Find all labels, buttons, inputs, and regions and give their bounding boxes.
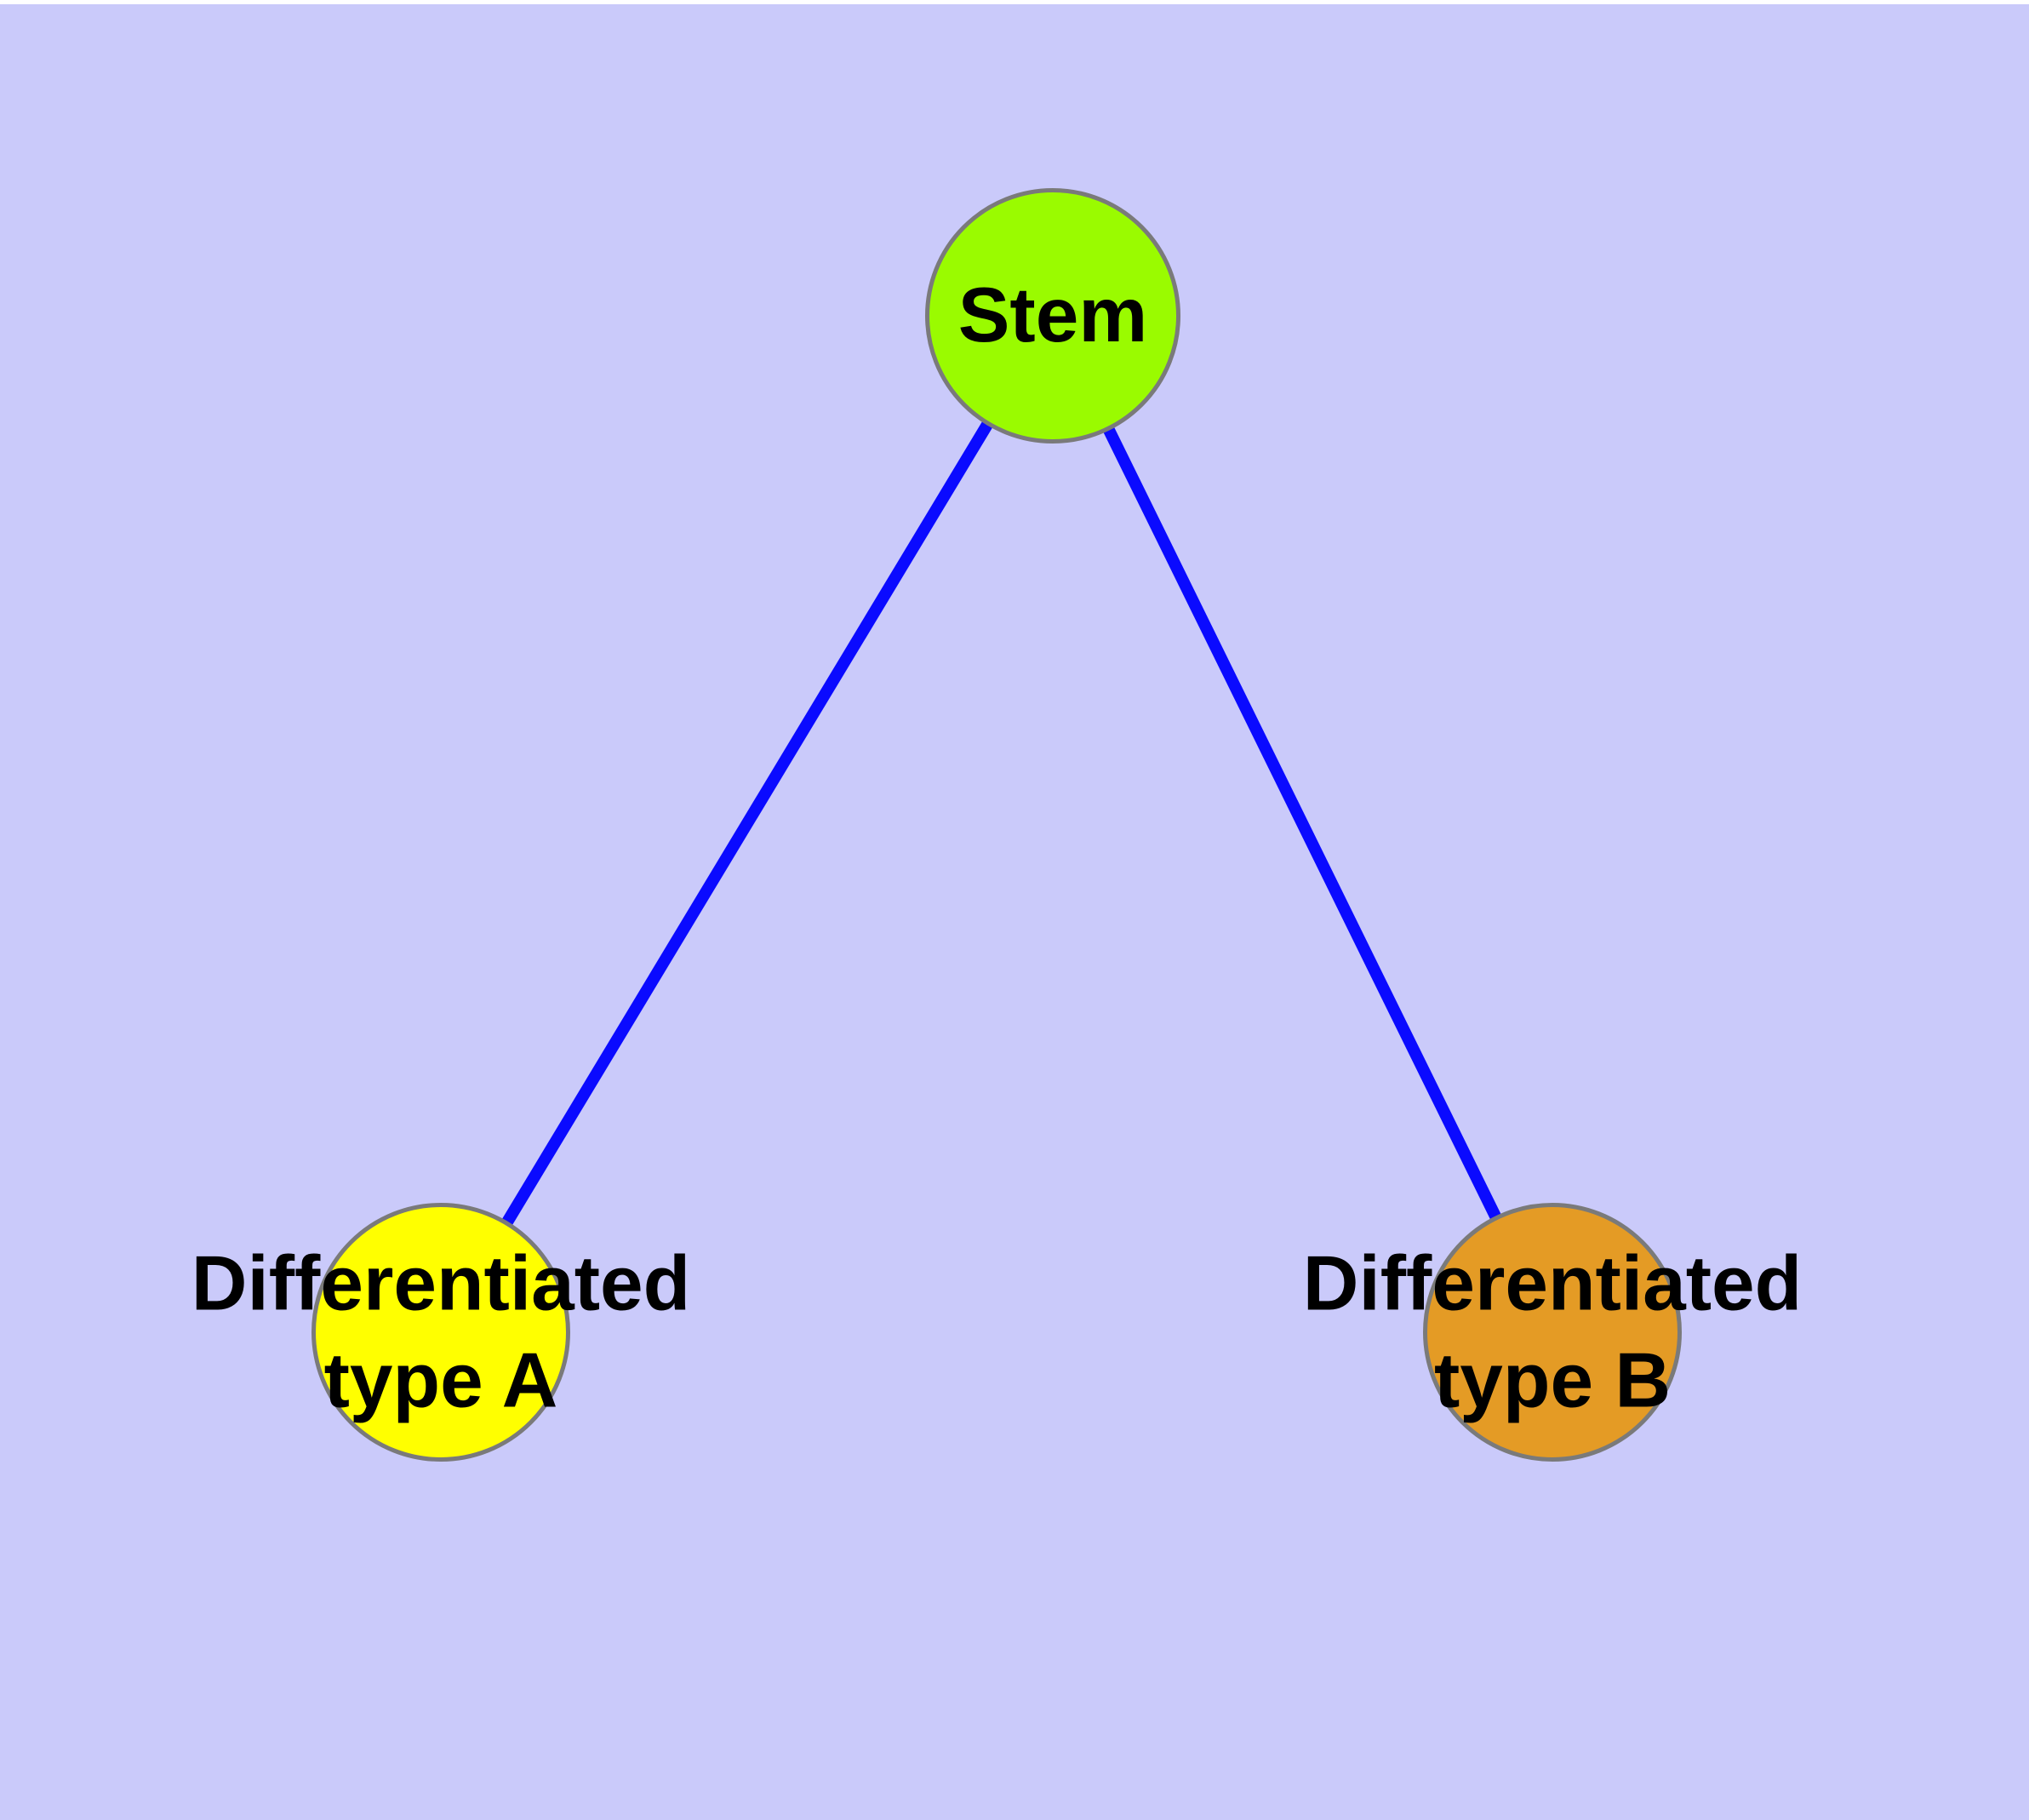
node-differentiated-type-a-circle[interactable] — [311, 1203, 570, 1462]
edge-stem-to-differentiated-type-a — [501, 421, 993, 1227]
node-differentiated-type-b[interactable]: Differentiated type B — [1303, 1203, 1802, 1462]
node-differentiated-type-b-circle[interactable] — [1423, 1203, 1682, 1462]
node-stem[interactable]: Stem — [925, 188, 1180, 444]
diagram-canvas: Stem Differentiated type A Differentiate… — [0, 4, 2029, 1820]
edge-stem-to-differentiated-type-b — [1103, 426, 1502, 1221]
node-stem-circle[interactable] — [925, 188, 1180, 444]
node-differentiated-type-a[interactable]: Differentiated type A — [191, 1203, 690, 1462]
edge-layer — [501, 421, 1502, 1227]
